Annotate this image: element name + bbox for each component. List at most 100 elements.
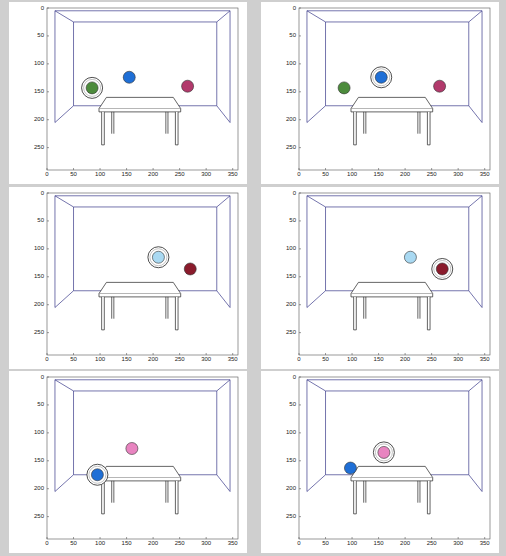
tick-label: 100: [34, 60, 44, 67]
tick-label: 150: [34, 457, 44, 464]
tick-mark: [47, 432, 49, 433]
table: [102, 297, 105, 330]
tick-mark: [299, 193, 301, 194]
room-line: [307, 291, 326, 308]
room-line: [468, 22, 469, 106]
tick-label: 200: [148, 171, 158, 178]
highlight-ring: [82, 77, 103, 98]
tick-mark: [299, 516, 301, 517]
tick-mark: [299, 147, 301, 148]
highlight-ring: [375, 444, 392, 461]
table: [111, 297, 112, 319]
room-line: [54, 11, 55, 123]
ball: [344, 462, 356, 474]
tick-mark: [299, 332, 301, 333]
room-line: [469, 106, 482, 123]
tick-label: 50: [322, 356, 329, 363]
tick-mark: [458, 537, 459, 539]
table: [427, 481, 430, 514]
room-line: [482, 11, 483, 123]
room-line: [217, 380, 230, 391]
highlight-ring: [87, 464, 108, 485]
table: [351, 109, 433, 112]
table: [99, 294, 181, 297]
tick-label: 0: [45, 540, 48, 547]
table: [165, 112, 166, 134]
table: [365, 297, 366, 319]
tick-mark: [100, 353, 101, 355]
panel: [261, 187, 499, 369]
table: [175, 112, 178, 145]
tick-mark: [153, 353, 154, 355]
table: [351, 282, 433, 293]
tick-mark: [299, 460, 301, 461]
tick-label: 350: [480, 540, 490, 547]
tick-mark: [484, 353, 485, 355]
room-line: [306, 11, 307, 123]
ball: [338, 82, 350, 94]
tick-mark: [484, 168, 485, 170]
tick-mark: [126, 353, 127, 355]
tick-mark: [126, 537, 127, 539]
tick-label: 250: [286, 329, 296, 336]
tick-mark: [206, 353, 207, 355]
room-line: [55, 379, 230, 380]
tick-label: 50: [70, 171, 77, 178]
room-line: [74, 390, 217, 391]
tick-label: 100: [286, 245, 296, 252]
tick-mark: [206, 537, 207, 539]
tick-label: 200: [34, 485, 44, 492]
tick-label: 50: [289, 401, 296, 408]
room-line: [216, 22, 217, 106]
table: [111, 481, 112, 503]
tick-label: 100: [34, 429, 44, 436]
tick-mark: [153, 537, 154, 539]
tick-mark: [299, 404, 301, 405]
tick-mark: [299, 353, 300, 355]
table: [363, 297, 364, 319]
tick-label: 100: [347, 356, 357, 363]
tick-label: 300: [201, 356, 211, 363]
tick-label: 150: [286, 88, 296, 95]
highlight-ring: [373, 69, 390, 86]
tick-mark: [299, 8, 301, 9]
tick-mark: [405, 537, 406, 539]
room-line: [55, 291, 74, 308]
tick-mark: [100, 168, 101, 170]
ball: [375, 71, 387, 83]
axes-box: [47, 377, 238, 539]
tick-label: 250: [175, 356, 185, 363]
axes-box: [299, 377, 490, 539]
table: [113, 481, 114, 503]
panel: [261, 2, 499, 184]
tick-label: 50: [37, 217, 44, 224]
tick-label: 0: [293, 374, 296, 381]
tick-mark: [73, 168, 74, 170]
tick-mark: [47, 460, 49, 461]
tick-mark: [378, 353, 379, 355]
tick-mark: [431, 537, 432, 539]
table: [427, 112, 430, 145]
ball: [86, 82, 98, 94]
table: [365, 481, 366, 503]
tick-mark: [47, 353, 48, 355]
tick-mark: [179, 537, 180, 539]
tick-mark: [378, 537, 379, 539]
table: [427, 297, 430, 330]
tick-label: 300: [453, 356, 463, 363]
table: [111, 112, 112, 134]
tick-label: 0: [297, 171, 300, 178]
tick-label: 0: [45, 356, 48, 363]
tick-mark: [126, 168, 127, 170]
room-line: [325, 207, 326, 291]
room-line: [307, 195, 482, 196]
tick-label: 50: [322, 540, 329, 547]
tick-label: 100: [34, 245, 44, 252]
tick-mark: [299, 537, 300, 539]
tick-label: 50: [70, 540, 77, 547]
table: [167, 481, 168, 503]
table: [167, 297, 168, 319]
tick-label: 50: [289, 217, 296, 224]
